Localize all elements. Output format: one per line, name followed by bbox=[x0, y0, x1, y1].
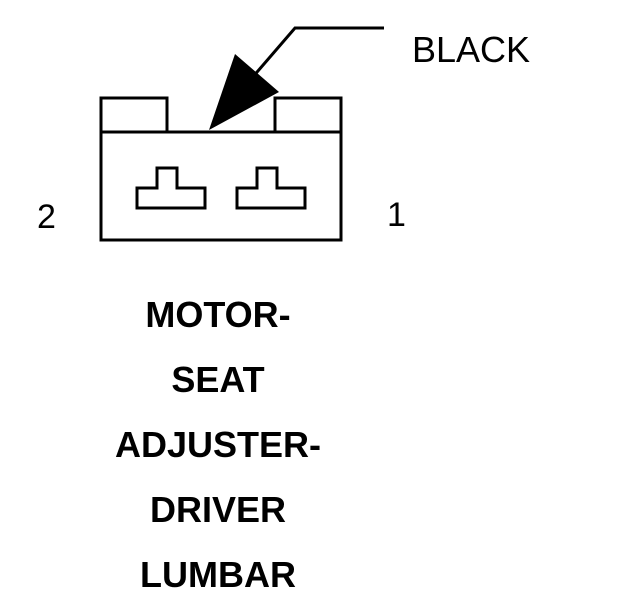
caption-line-3: ADJUSTER- bbox=[115, 424, 321, 465]
callout-leader-line bbox=[243, 26, 384, 87]
pin-1-label: 1 bbox=[387, 196, 406, 234]
pin-2-label: 2 bbox=[37, 198, 56, 236]
caption-line-4: DRIVER bbox=[150, 489, 286, 530]
terminal-cavity-pin-1 bbox=[235, 166, 307, 210]
terminal-cavity-pin-2 bbox=[135, 166, 207, 210]
connector-body bbox=[99, 130, 343, 242]
wire-color-label: BLACK bbox=[412, 29, 530, 70]
connector-tab-right bbox=[273, 96, 343, 134]
caption-line-2: SEAT bbox=[171, 359, 264, 400]
callout-arrowhead bbox=[209, 54, 279, 130]
caption-line-1: MOTOR- bbox=[145, 294, 290, 335]
connector-tab-left bbox=[99, 96, 169, 134]
caption-line-5: LUMBAR bbox=[140, 554, 296, 595]
